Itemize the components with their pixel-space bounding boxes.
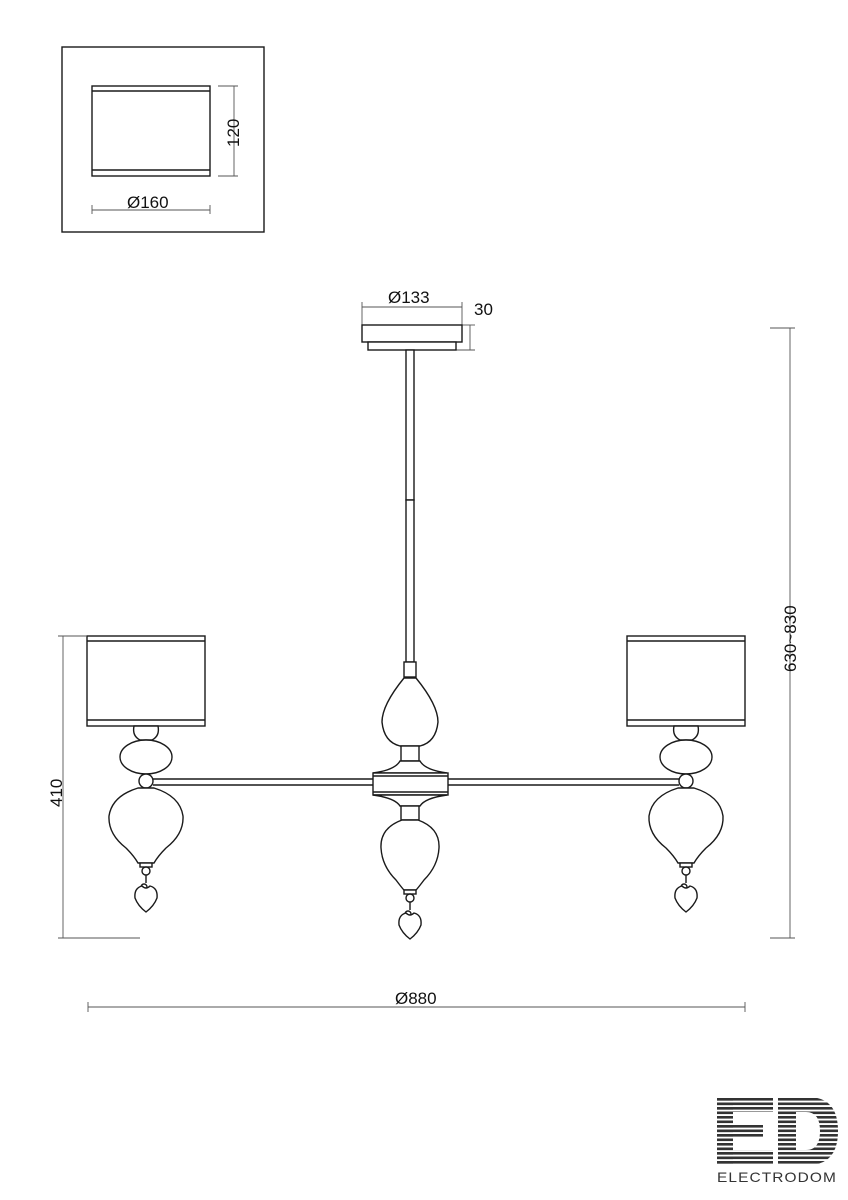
canopy-height-label: 30 [474, 300, 493, 319]
left-lamp [86, 635, 206, 913]
logo-name: ELECTRODOM [717, 1169, 837, 1185]
canopy-diameter-label: Ø133 [388, 288, 430, 307]
shade-detail-inset: 120 Ø160 [61, 46, 265, 233]
shade-diameter-label: Ø160 [127, 193, 169, 212]
right-lamp [626, 635, 746, 913]
logo-mark [717, 1097, 838, 1165]
shade-height-label: 120 [224, 119, 243, 147]
body-height-label: 410 [47, 779, 66, 807]
overall-dimensions: 630~830 410 Ø880 [47, 327, 800, 1012]
electrodom-logo: ELECTRODOM [717, 1097, 838, 1185]
chandelier-center [153, 324, 679, 940]
canopy-dimensions: Ø133 30 [361, 288, 493, 351]
total-height-label: 630~830 [781, 605, 800, 672]
width-label: Ø880 [395, 989, 437, 1008]
